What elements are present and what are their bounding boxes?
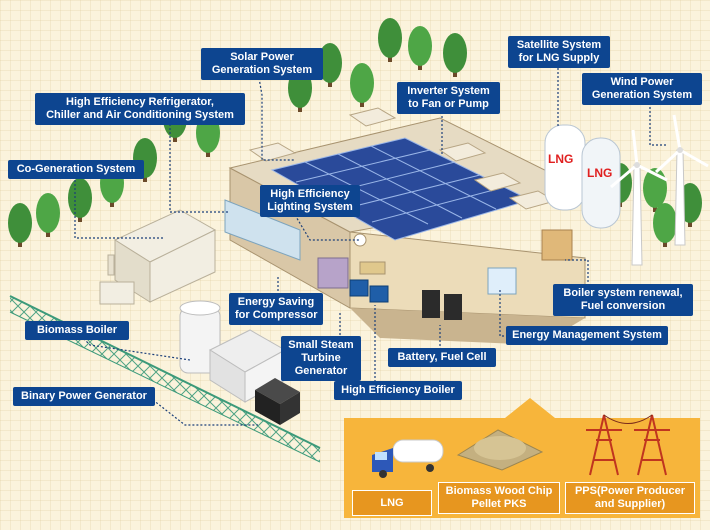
co-generation-unit (99, 209, 217, 305)
label-boiler-renewal: Boiler system renewal,Fuel conversion (553, 284, 693, 316)
label-hvac: High Efficiency Refrigerator,Chiller and… (35, 93, 245, 125)
lng-tank-label-1: LNG (548, 152, 573, 166)
supply-label-lng: LNG (352, 490, 432, 516)
label-cogeneration: Co-Generation System (8, 160, 144, 179)
label-biomass-boiler: Biomass Boiler (25, 321, 129, 340)
label-ems: Energy Management System (506, 326, 668, 345)
wood-chip-pile-icon (456, 429, 544, 471)
lng-tanks (544, 124, 621, 229)
label-high-eff-boiler: High Efficiency Boiler (334, 381, 462, 400)
wind-turbines (610, 114, 709, 266)
transmission-tower-icon (586, 414, 670, 476)
label-binary-power: Binary Power Generator (13, 387, 155, 406)
lng-tank-label-2: LNG (587, 166, 612, 180)
lng-truck-icon (372, 439, 444, 478)
label-battery: Battery, Fuel Cell (388, 348, 496, 367)
